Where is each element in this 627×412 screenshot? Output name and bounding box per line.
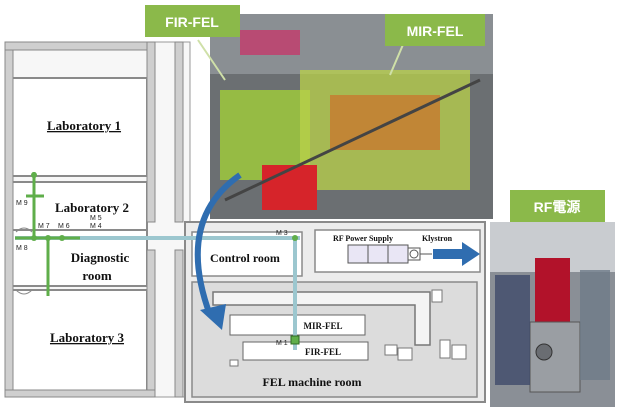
mirror-labels: M 9 M 7 M 6 M 5 M 4 M 8 M 3 M 1	[16, 200, 288, 347]
diagnostic-label-line1: Diagnostic	[71, 250, 130, 265]
lab1-label: Laboratory 1	[47, 118, 121, 133]
mirror-m4-label: M 4	[90, 223, 102, 230]
mirror-m9-label: M 9	[16, 200, 28, 207]
mir-fel-line	[229, 314, 366, 336]
diagnostic-label-line2: room	[82, 268, 112, 283]
rf-power-supply-label: RF Power Supply	[333, 234, 393, 243]
lab3-label: Laboratory 3	[50, 330, 125, 345]
mir-fel-tag-label: MIR-FEL	[407, 23, 464, 39]
lab2-label: Laboratory 2	[55, 200, 129, 215]
mirror-m7-label: M 7	[38, 223, 50, 230]
fir-fel-tag	[145, 5, 240, 37]
mir-fel-tag	[385, 14, 485, 46]
mirror-m1-label: M 1	[276, 340, 288, 347]
rf-photo	[490, 222, 615, 407]
left-building	[4, 41, 191, 398]
rf-tag-label: RF電源	[534, 199, 581, 215]
lab1-room	[11, 77, 148, 177]
mirror-m8-label: M 8	[16, 245, 28, 252]
rf-power-supply	[347, 244, 432, 264]
fir-fel-label: FIR-FEL	[305, 347, 341, 357]
rf-tag	[510, 190, 605, 222]
machine-room-label: FEL machine room	[262, 375, 361, 389]
mirror-m3-label: M 3	[276, 230, 288, 237]
mir-fel-label: MIR-FEL	[304, 321, 343, 331]
fel-photo	[210, 14, 493, 219]
control-room-label: Control room	[210, 251, 280, 265]
beamline	[15, 172, 300, 350]
klystron-label: Klystron	[422, 234, 453, 243]
mirror-m5-label: M 5	[90, 215, 102, 222]
arrows	[194, 172, 480, 330]
fir-fel-line	[242, 341, 369, 361]
room-labels: Laboratory 1 Laboratory 2 Diagnostic roo…	[47, 118, 453, 389]
fir-fel-tag-label: FIR-FEL	[165, 14, 219, 30]
klystron-to-rf-arrow-head	[462, 242, 480, 266]
mirror-m6-label: M 6	[58, 223, 70, 230]
photo-tags: FIR-FEL MIR-FEL RF電源	[145, 5, 605, 222]
machine-lines	[229, 314, 369, 361]
photo-to-machine-arrow-head	[200, 304, 226, 330]
